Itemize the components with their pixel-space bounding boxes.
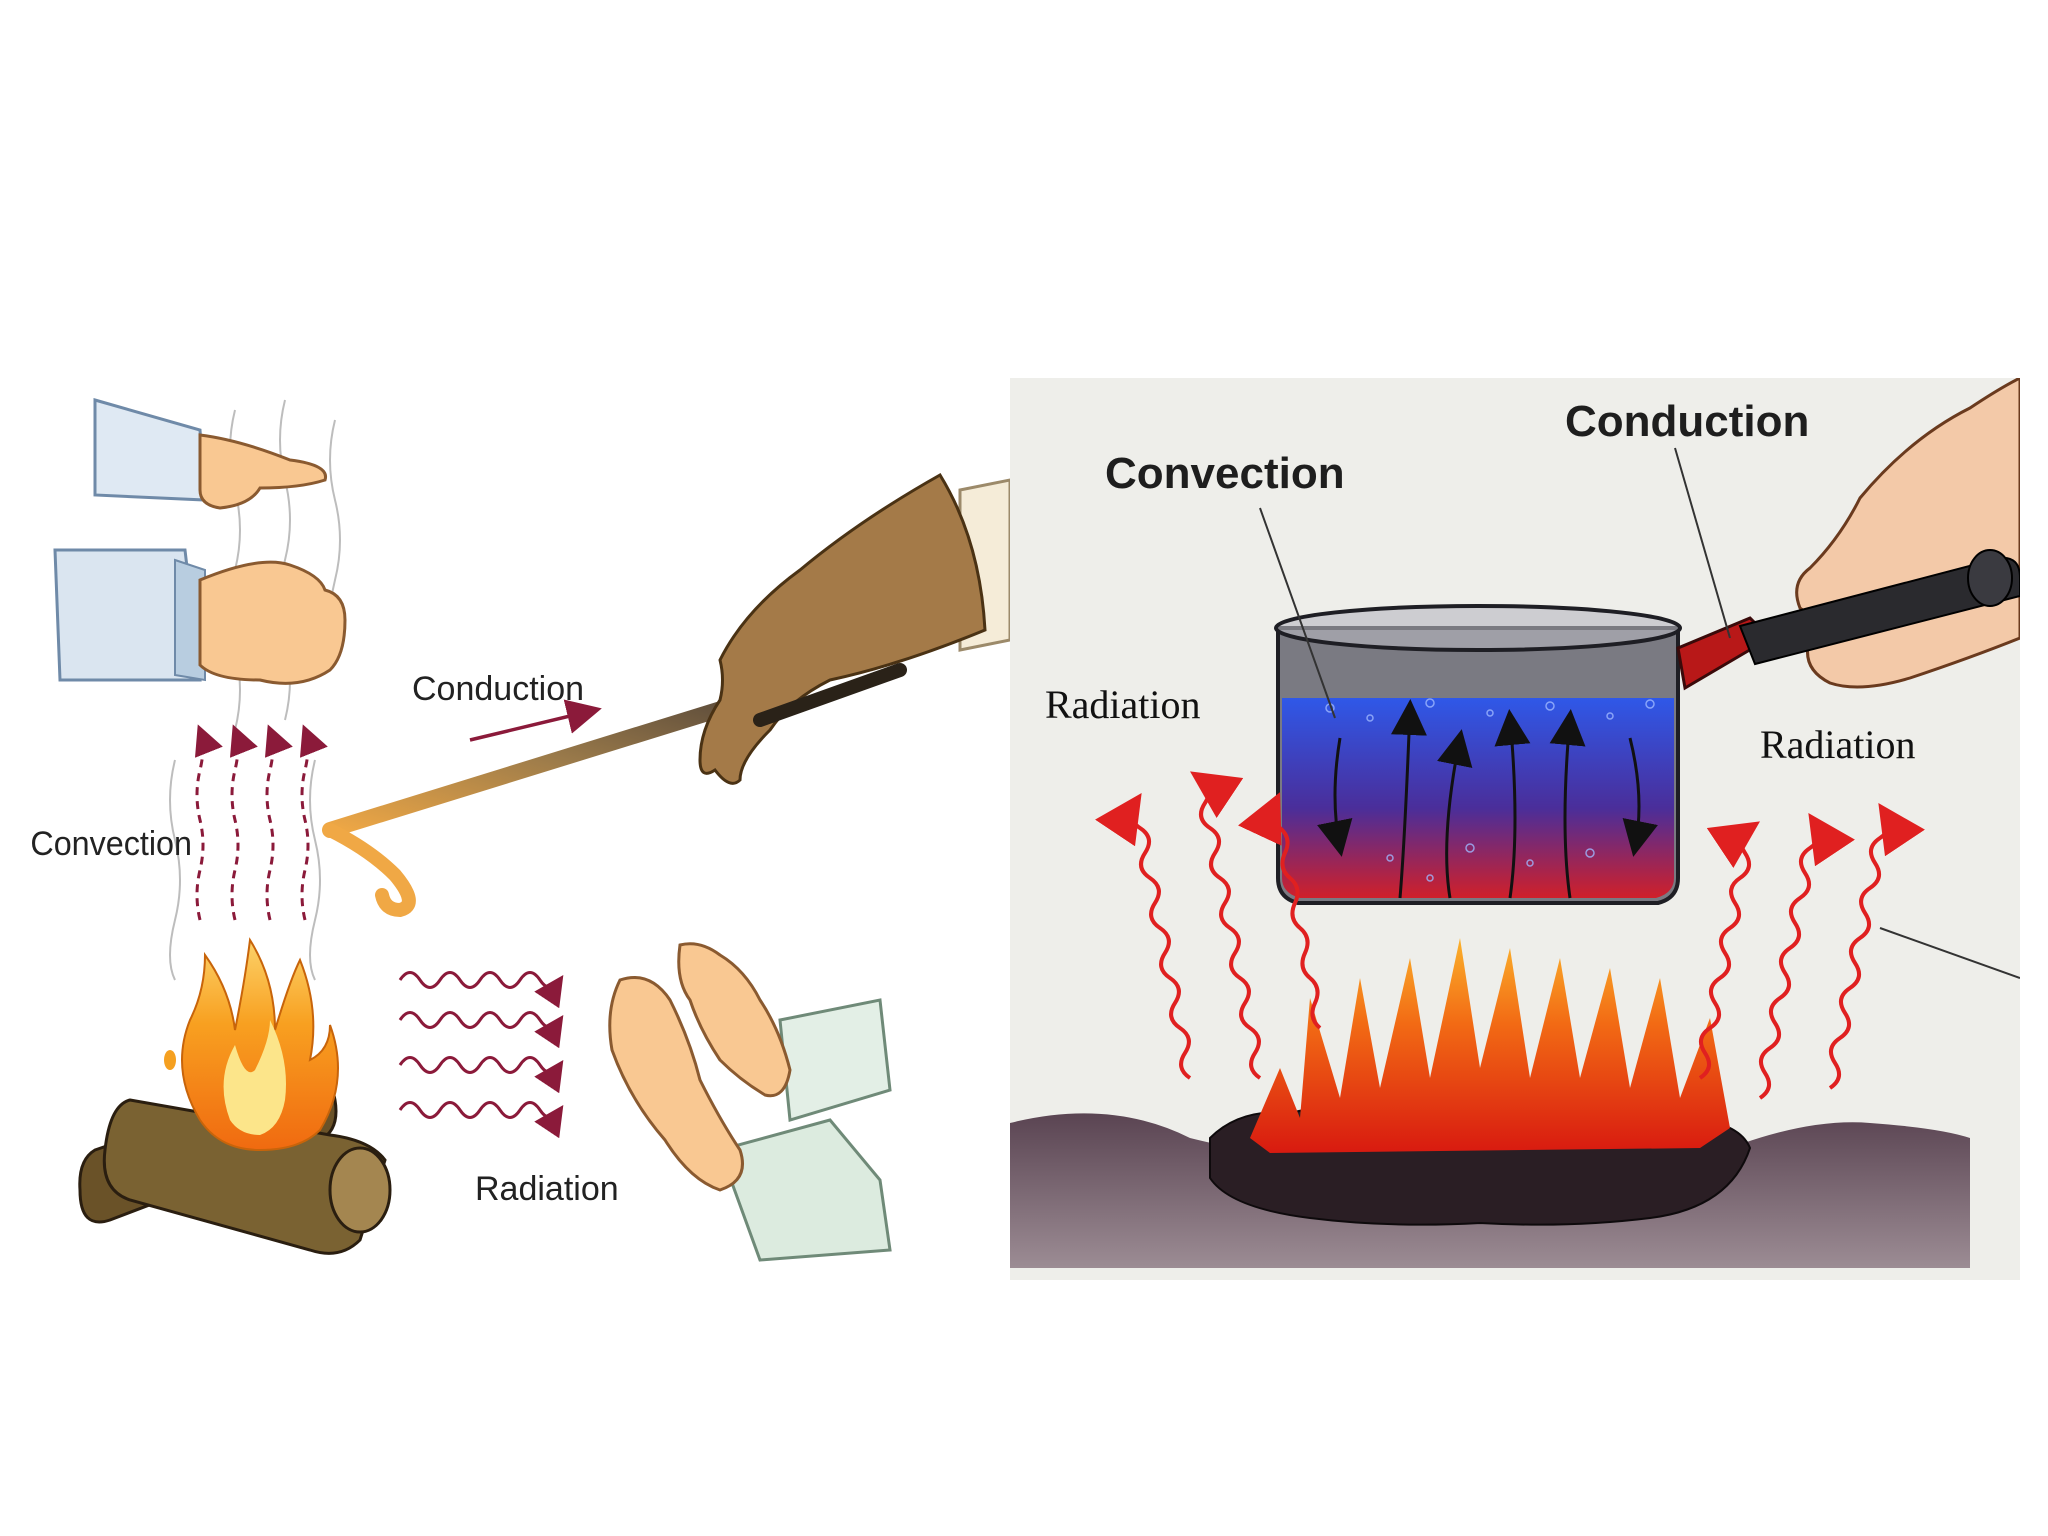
hand-icon bbox=[608, 976, 892, 1262]
metal-rod bbox=[322, 692, 758, 918]
hand-icon bbox=[93, 398, 328, 510]
campfire-icon bbox=[78, 937, 392, 1255]
hand-icon bbox=[53, 548, 347, 685]
right-heat-transfer-diagram: Convection Conduction Radiation Radiatio… bbox=[1010, 378, 2020, 1280]
hand-icon bbox=[1738, 378, 2020, 689]
radiation-arrows-left bbox=[398, 971, 564, 1139]
label-radiation-right-2: Radiation bbox=[1760, 722, 1916, 767]
flame-icon bbox=[1250, 938, 1730, 1153]
radiation-arrows-right bbox=[1095, 771, 1925, 1100]
arrow-icon bbox=[469, 699, 602, 742]
glove-icon bbox=[698, 472, 1010, 785]
label-convection-right: Convection bbox=[1105, 449, 1345, 498]
label-radiation-left: Radiation bbox=[475, 1170, 619, 1208]
label-convection-left: Convection bbox=[30, 825, 192, 863]
label-radiation-right-1: Radiation bbox=[1045, 682, 1201, 727]
hand-icon bbox=[677, 942, 892, 1122]
label-conduction-left: Conduction bbox=[412, 670, 584, 708]
leader-lines bbox=[1259, 447, 2020, 979]
left-heat-transfer-diagram: Convection Conduction Radiation bbox=[30, 398, 1010, 1262]
convection-arrows bbox=[194, 724, 328, 921]
label-conduction-right: Conduction bbox=[1565, 397, 1809, 446]
